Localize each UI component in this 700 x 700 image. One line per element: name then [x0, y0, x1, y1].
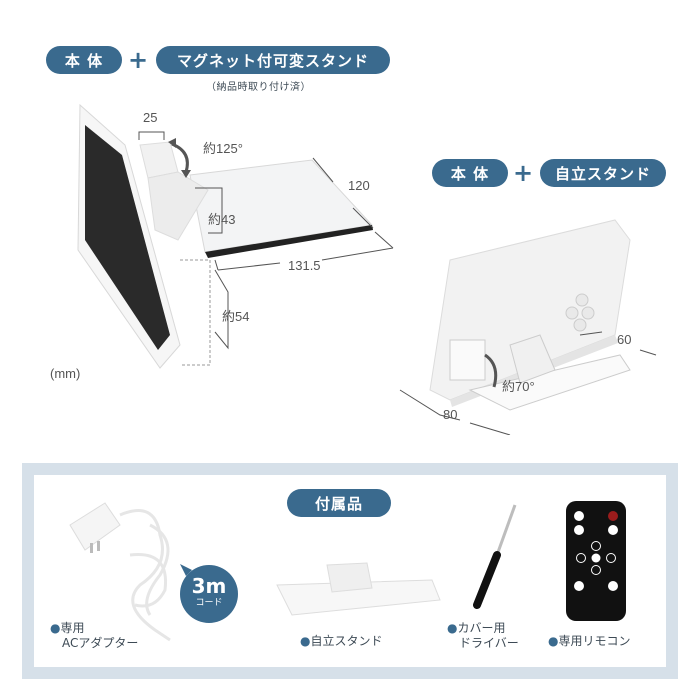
screwdriver-icon — [473, 504, 517, 609]
label-magnet-stand-text: マグネット付可変スタンド — [176, 51, 369, 70]
accessory-ac-adapter: ●専用 ACアダプター — [50, 621, 138, 651]
monitor-free-stand-illustration — [399, 219, 657, 435]
ac-adapter-icon — [69, 502, 171, 642]
bullet-icon: ● — [548, 634, 559, 648]
accessory-screwdriver: ●カバー用 ドライバー — [447, 621, 519, 651]
accessory-free-stand: ●自立スタンド — [300, 634, 383, 649]
accessory-label-line1: 専用 — [60, 621, 85, 635]
accessory-label-line1: 自立スタンド — [310, 634, 383, 648]
unit-label: (mm) — [50, 366, 81, 381]
cord-length-value: 3m — [191, 574, 227, 598]
accessory-label-line1: カバー用 — [457, 621, 506, 635]
label-magnet-stand: マグネット付可変スタンド — [156, 46, 390, 74]
dim-lower-54: 約54 — [222, 309, 250, 324]
monitor-magnet-stand-illustration — [77, 103, 394, 369]
preinstalled-note: （納品時取り付け済） — [206, 82, 311, 93]
label-body-2-text: 本 体 — [450, 164, 490, 183]
cord-length-badge: 3m コード — [180, 565, 238, 623]
bullet-icon: ● — [300, 634, 311, 648]
dim-depth-60: 60 — [617, 332, 632, 347]
accessories-title: 付属品 — [287, 489, 391, 517]
bullet-icon: ● — [447, 621, 458, 635]
dim-angle-125: 約125° — [203, 141, 243, 156]
accessory-label-line2: ドライバー — [459, 636, 519, 650]
label-free-stand-text: 自立スタンド — [554, 164, 651, 183]
bullet-icon: ● — [50, 621, 61, 635]
accessory-remote: ●専用リモコン — [548, 634, 631, 649]
accessories-title-text: 付属品 — [314, 494, 363, 513]
accessory-label-line1: 専用リモコン — [558, 634, 631, 648]
label-body-1: 本 体 — [46, 46, 122, 74]
cord-label: コード — [195, 598, 223, 608]
dim-height-43: 約43 — [208, 212, 236, 227]
dim-width-80: 80 — [443, 407, 458, 422]
plus-icon-1: + — [128, 46, 149, 74]
free-stand-icon — [276, 562, 441, 616]
remote-control-icon — [566, 501, 626, 621]
dim-width-top: 25 — [143, 110, 158, 125]
dim-angle-70: 約70° — [502, 379, 535, 394]
dim-depth-120: 120 — [348, 178, 370, 193]
label-body-1-text: 本 体 — [64, 51, 104, 70]
accessory-label-line2: ACアダプター — [62, 636, 139, 650]
plus-icon-2: + — [513, 159, 534, 187]
label-free-stand: 自立スタンド — [540, 159, 666, 187]
dim-length-131-5: 131.5 — [288, 258, 321, 273]
label-body-2: 本 体 — [432, 159, 508, 187]
badge-pointer-icon — [180, 564, 192, 576]
